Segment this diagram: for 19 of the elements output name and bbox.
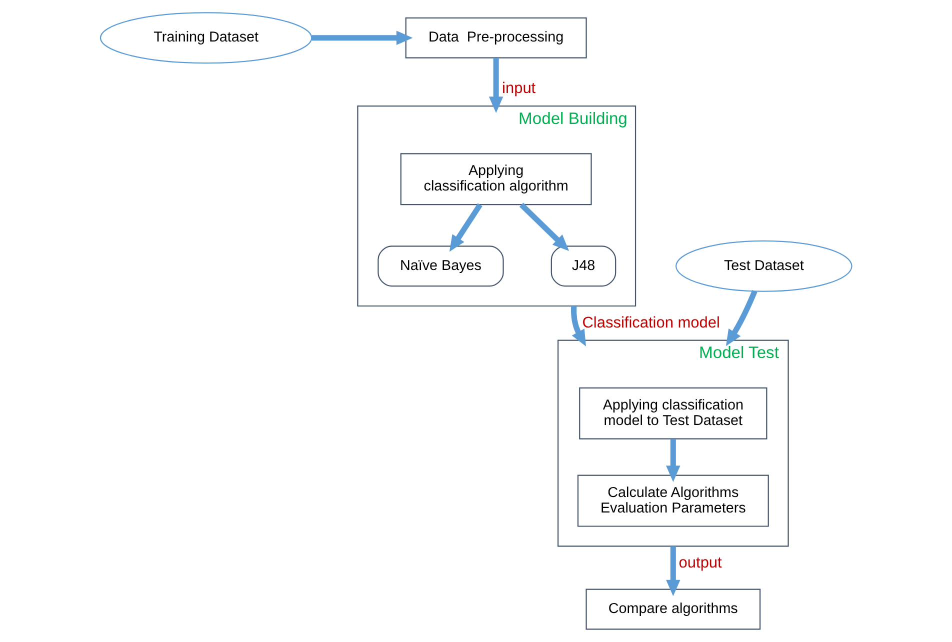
arrow [519, 202, 570, 252]
arrow [488, 58, 504, 113]
edge-label: Classification model [582, 314, 720, 332]
node-box: J48 [550, 246, 616, 287]
arrow [312, 30, 413, 45]
node-box: Compare algorithms [586, 588, 761, 630]
arrow [449, 203, 482, 252]
node-box: Naïve Bayes [378, 246, 504, 287]
node-ellipse: Test Dataset [676, 240, 852, 292]
node-box: Data Pre-processing [405, 17, 587, 58]
node-box: Applying classification algorithm [400, 153, 592, 206]
arrow [666, 546, 680, 596]
edge-label: output [678, 554, 722, 572]
node-box: Calculate Algorithms Evaluation Parameters [577, 474, 769, 527]
arrow [666, 439, 680, 482]
arrow [726, 290, 758, 346]
node-ellipse: Training Dataset [100, 12, 312, 64]
node-box: Applying classification model to Test Dataset [579, 387, 768, 440]
edge-label: input [502, 80, 536, 98]
